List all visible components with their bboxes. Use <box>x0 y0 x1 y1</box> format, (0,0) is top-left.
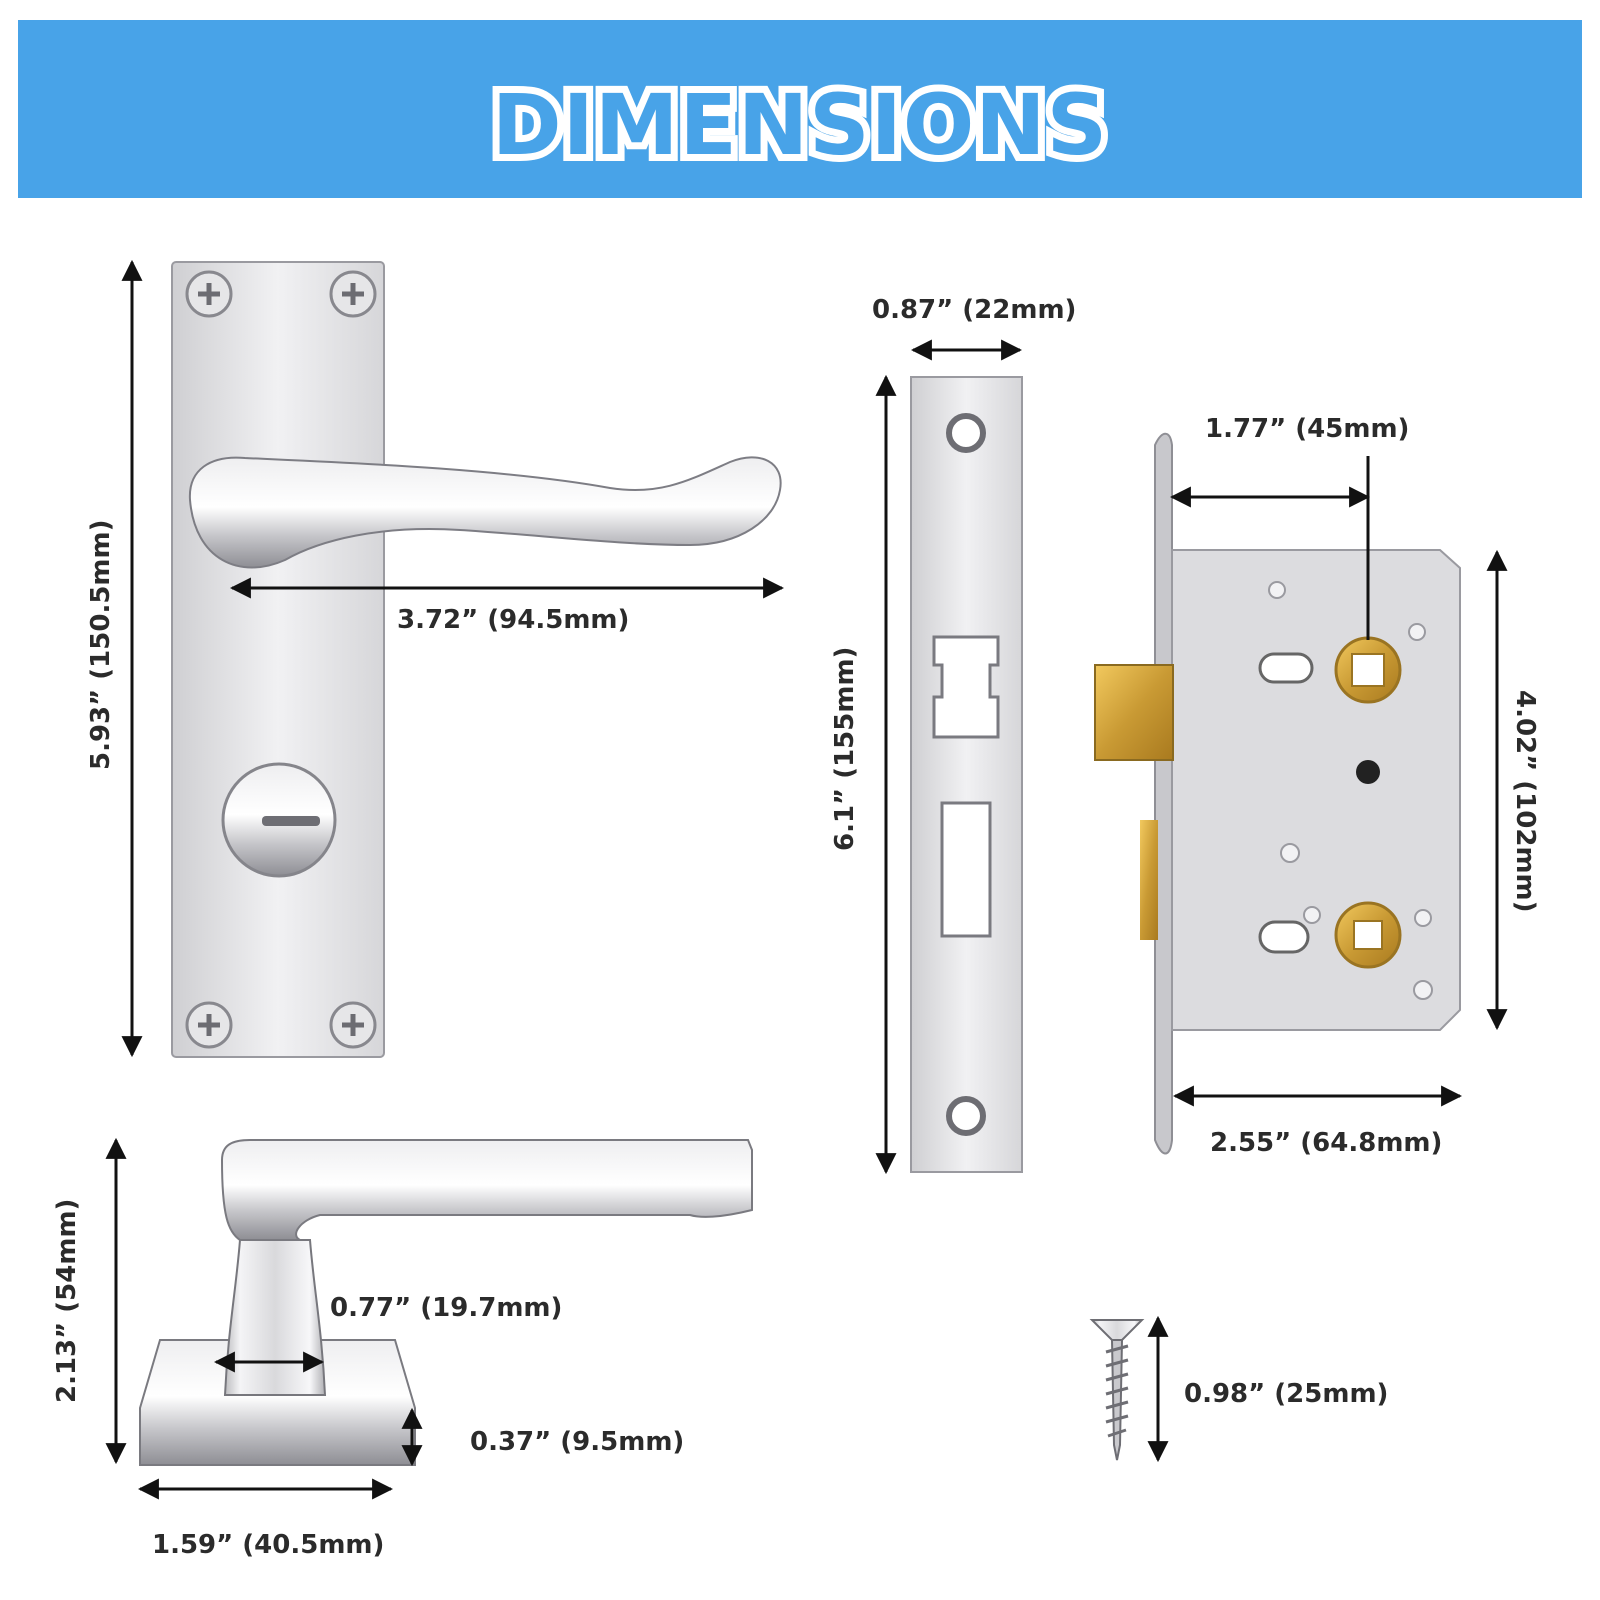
rose-thickness-label: 0.37” (9.5mm) <box>470 1427 685 1457</box>
mortice-lock <box>1094 432 1461 1155</box>
lever-icon <box>188 456 782 569</box>
backplate-height-label: 5.93” (150.5mm) <box>86 519 116 770</box>
lever-on-rose <box>139 1139 753 1466</box>
lever-height-label: 2.13” (54mm) <box>52 1198 82 1403</box>
screw-icon <box>329 1001 377 1049</box>
page-title: DIMENSIONS <box>485 69 1114 181</box>
backplate-handle <box>171 261 782 1058</box>
case-height-label: 4.02” (102mm) <box>1510 690 1540 913</box>
follower-icon <box>1334 636 1402 704</box>
dimension-lines <box>105 259 1508 1500</box>
lever-length-label: 3.72” (94.5mm) <box>397 605 630 635</box>
screw-icon <box>185 1001 233 1049</box>
strike-plate <box>910 376 1023 1173</box>
follower-icon <box>1334 901 1402 969</box>
neck-diameter-label: 0.77” (19.7mm) <box>330 1293 563 1323</box>
screw-icon <box>329 270 377 318</box>
privacy-turn-icon <box>221 762 337 878</box>
screw-length-label: 0.98” (25mm) <box>1184 1379 1389 1409</box>
case-depth-label: 2.55” (64.8mm) <box>1210 1128 1443 1158</box>
header-banner: DIMENSIONS <box>18 20 1582 198</box>
strike-width-label: 0.87” (22mm) <box>872 295 1077 325</box>
strike-height-label: 6.1” (155mm) <box>830 646 860 851</box>
screw-icon <box>185 270 233 318</box>
backset-label: 1.77” (45mm) <box>1205 414 1410 444</box>
screw-fixing-icon <box>1089 1319 1145 1461</box>
rose-width-label: 1.59” (40.5mm) <box>152 1530 385 1560</box>
